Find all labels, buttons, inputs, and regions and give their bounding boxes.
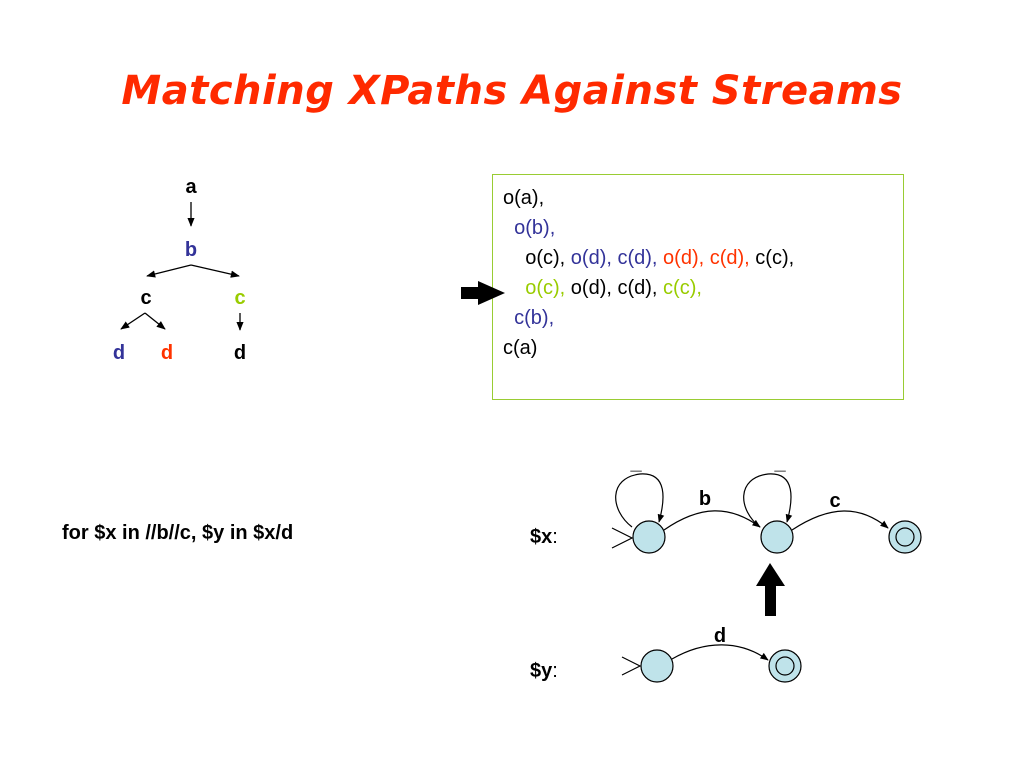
- state-x0: [632, 520, 666, 554]
- tree-edge-c-d1: [120, 312, 146, 330]
- stream-token: o(d), c(d),: [663, 247, 756, 269]
- accept-ring-y1: [775, 656, 795, 676]
- self-loop-x1: [743, 473, 793, 528]
- stream-line: o(b),: [503, 213, 903, 243]
- state-x1: [760, 520, 794, 554]
- stream-token: o(c),: [525, 247, 571, 269]
- accept-ring-x2: [895, 527, 915, 547]
- right-arrow-icon: [461, 281, 505, 305]
- edge-label-c: c: [829, 490, 841, 512]
- automaton-y-label: $y:: [530, 660, 558, 682]
- tree-node-d2: d: [160, 342, 174, 364]
- stream-token: o(d), c(d),: [570, 247, 664, 269]
- page-title: Matching XPaths Against Streams: [121, 68, 903, 114]
- self-loop-label-2: _: [774, 452, 786, 474]
- tree-node-c1: c: [140, 287, 152, 309]
- tree-node-d3: d: [233, 342, 247, 364]
- automaton-x-label: $x:: [530, 526, 558, 548]
- stream-token: o(a),: [503, 187, 545, 209]
- transition-b: [663, 510, 761, 531]
- tree-edge-b-c: [146, 264, 192, 278]
- tree-edge-b-c2: [190, 264, 240, 278]
- stream-token: o(b),: [514, 217, 556, 239]
- stream-token: c(c),: [663, 277, 702, 299]
- self-loop-x0: [615, 473, 665, 528]
- automaton-x: [611, 473, 922, 554]
- stream-line: o(c), o(d), c(d), o(d), c(d), c(c),: [503, 243, 903, 273]
- transition-c: [791, 510, 889, 531]
- stream-token: c(c),: [755, 247, 795, 269]
- edge-label-b: b: [698, 488, 712, 510]
- self-loop-label-1: _: [630, 452, 642, 474]
- stream-token: c(b),: [514, 307, 555, 329]
- tree-edges: [120, 202, 244, 331]
- state-y0: [640, 649, 674, 683]
- state-x2: [888, 520, 922, 554]
- tree-node-d1: d: [112, 342, 126, 364]
- stream-token: o(d), c(d),: [570, 277, 664, 299]
- event-stream-box: o(a), o(b), o(c), o(d), c(d), o(d), c(d)…: [492, 174, 904, 400]
- stream-line: c(a): [503, 333, 903, 363]
- tree-node-c2: c: [234, 287, 246, 309]
- up-arrow-icon: [756, 563, 785, 616]
- stream-line: o(a),: [503, 183, 903, 213]
- edge-label-d: d: [713, 625, 727, 647]
- transition-d: [671, 644, 769, 661]
- stream-token: o(c),: [525, 277, 571, 299]
- tree-node-b: b: [184, 239, 198, 261]
- automaton-y: [621, 644, 802, 683]
- stream-line: c(b),: [503, 303, 903, 333]
- state-y1: [768, 649, 802, 683]
- tree-node-a: a: [185, 176, 197, 198]
- tree-edge-c-d2: [144, 312, 166, 330]
- start-arrow-y: [621, 656, 642, 676]
- stream-line: o(c), o(d), c(d), c(c),: [503, 273, 903, 303]
- start-arrow-x: [611, 527, 634, 549]
- query-text: for $x in //b//c, $y in $x/d: [62, 522, 294, 544]
- stream-token: c(a): [503, 337, 538, 359]
